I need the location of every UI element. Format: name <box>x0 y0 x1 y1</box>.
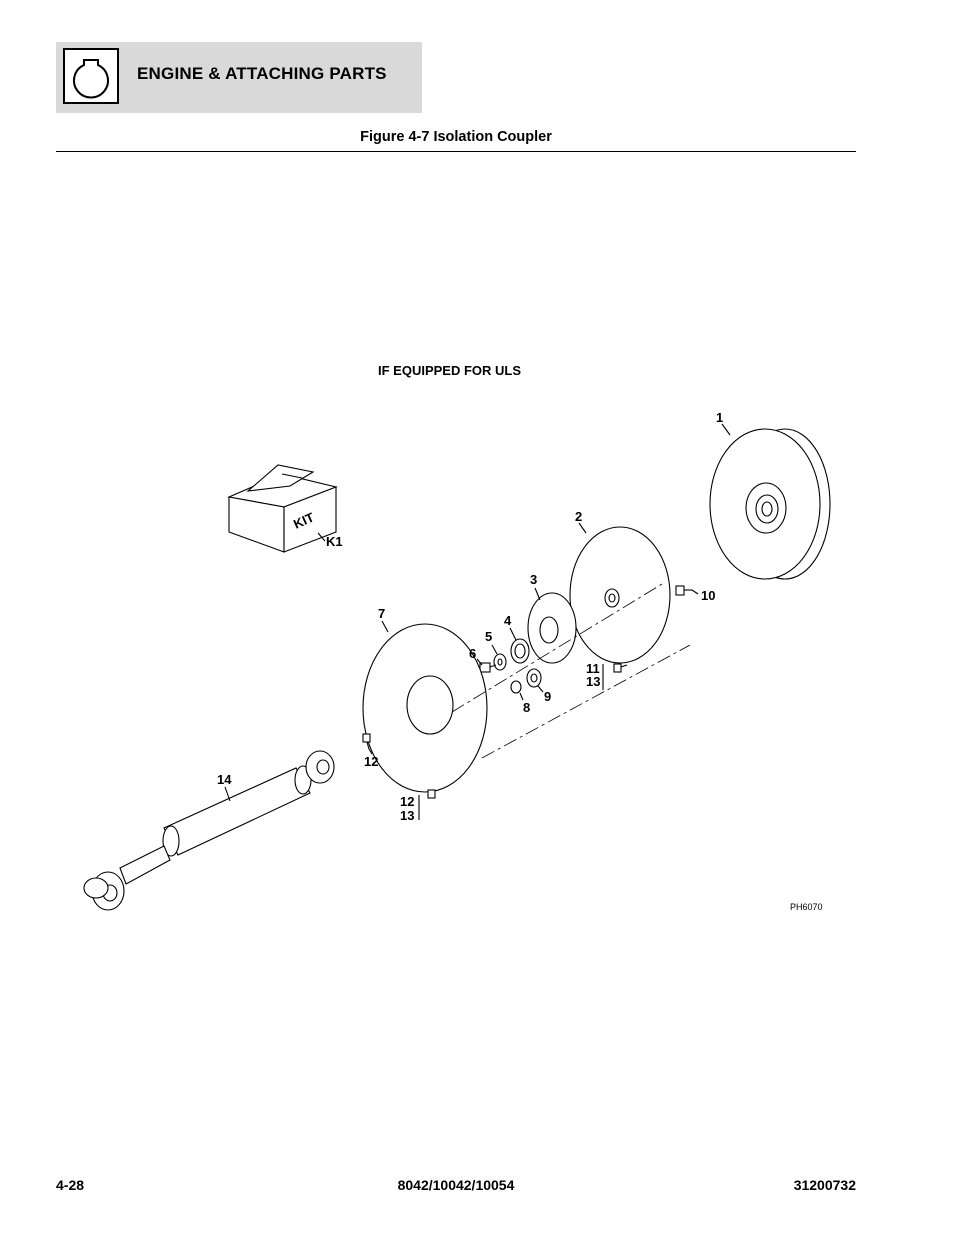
callout-7: 7 <box>378 606 385 621</box>
callout-3: 3 <box>530 572 537 587</box>
callout-5: 5 <box>485 629 492 644</box>
bolt-part-10 <box>675 585 692 596</box>
callout-9: 9 <box>544 689 551 704</box>
seal-part <box>510 638 530 664</box>
callout-13a: 13 <box>586 674 600 689</box>
screw-part-11 <box>613 663 628 673</box>
title-rule <box>56 151 856 152</box>
screw-part-12 <box>362 733 371 750</box>
spacer-part-8 <box>510 680 522 694</box>
engine-icon <box>63 48 119 104</box>
callout-1: 1 <box>716 410 723 425</box>
equipment-note: IF EQUIPPED FOR ULS <box>378 363 522 378</box>
drawing-id: PH6070 <box>790 902 823 912</box>
callout-14: 14 <box>217 772 232 787</box>
callout-12b: 12 <box>400 794 414 809</box>
callout-4: 4 <box>504 613 512 628</box>
drive-shaft-part <box>83 750 335 911</box>
callout-k1: K1 <box>326 534 343 549</box>
bearing-part-9 <box>526 668 542 688</box>
callout-13b: 13 <box>400 808 414 823</box>
screw-part-12-13 <box>427 789 436 799</box>
callout-12a: 12 <box>364 754 378 769</box>
drive-plate-part <box>569 526 671 664</box>
page-number: 4-28 <box>56 1177 85 1193</box>
figure-title: Figure 4-7 Isolation Coupler <box>360 129 552 145</box>
section-title: ENGINE & ATTACHING PARTS <box>137 64 387 83</box>
adapter-plate-part <box>362 623 488 793</box>
callout-11: 11 <box>586 661 600 676</box>
callout-6: 6 <box>469 646 476 661</box>
callout-8: 8 <box>523 700 530 715</box>
flywheel-part <box>709 428 831 580</box>
model-numbers: 8042/10042/10054 <box>397 1177 515 1193</box>
document-number: 31200732 <box>793 1177 856 1193</box>
callout-2: 2 <box>575 509 582 524</box>
washer-part <box>493 653 507 671</box>
callout-10: 10 <box>701 588 715 603</box>
kit-box-illustration <box>227 464 338 553</box>
hub-part <box>527 592 577 664</box>
bolt-part-6 <box>479 662 497 673</box>
